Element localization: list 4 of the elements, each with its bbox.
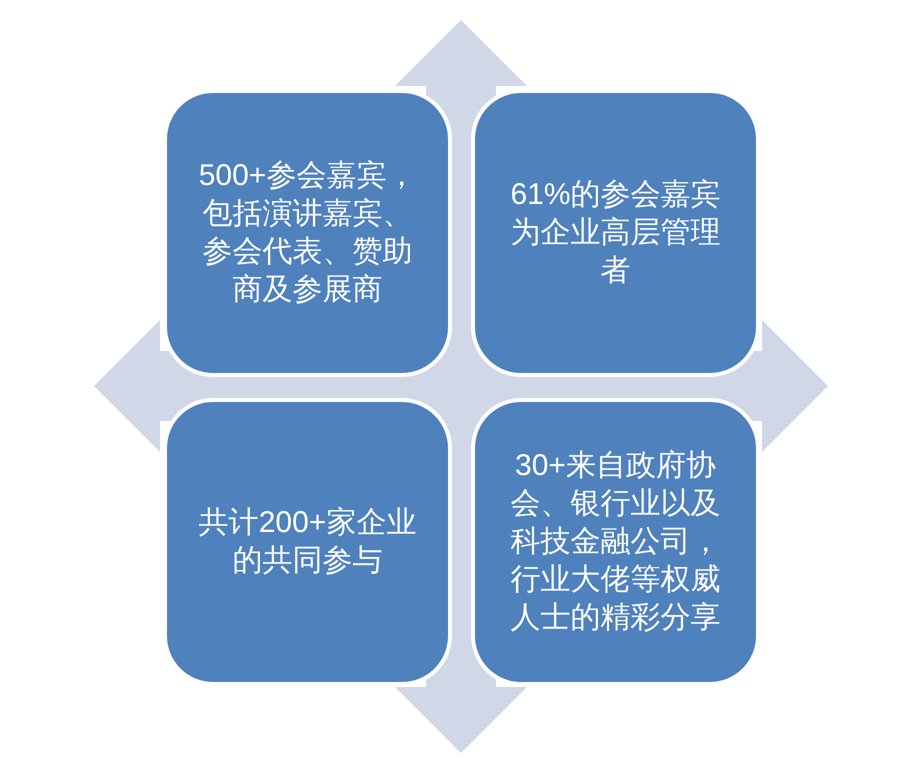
box-text: 500+参会嘉宾，包括演讲嘉宾、参会代表、赞助商及参展商 <box>198 158 418 308</box>
box-text: 30+来自政府协会、银行业以及科技金融公司，行业大佬等权威人士的精彩分享 <box>510 448 722 636</box>
box-text: 共计200+家企业的共同参与 <box>198 505 418 579</box>
box-text: 61%的参会嘉宾为企业高层管理者 <box>509 177 722 289</box>
